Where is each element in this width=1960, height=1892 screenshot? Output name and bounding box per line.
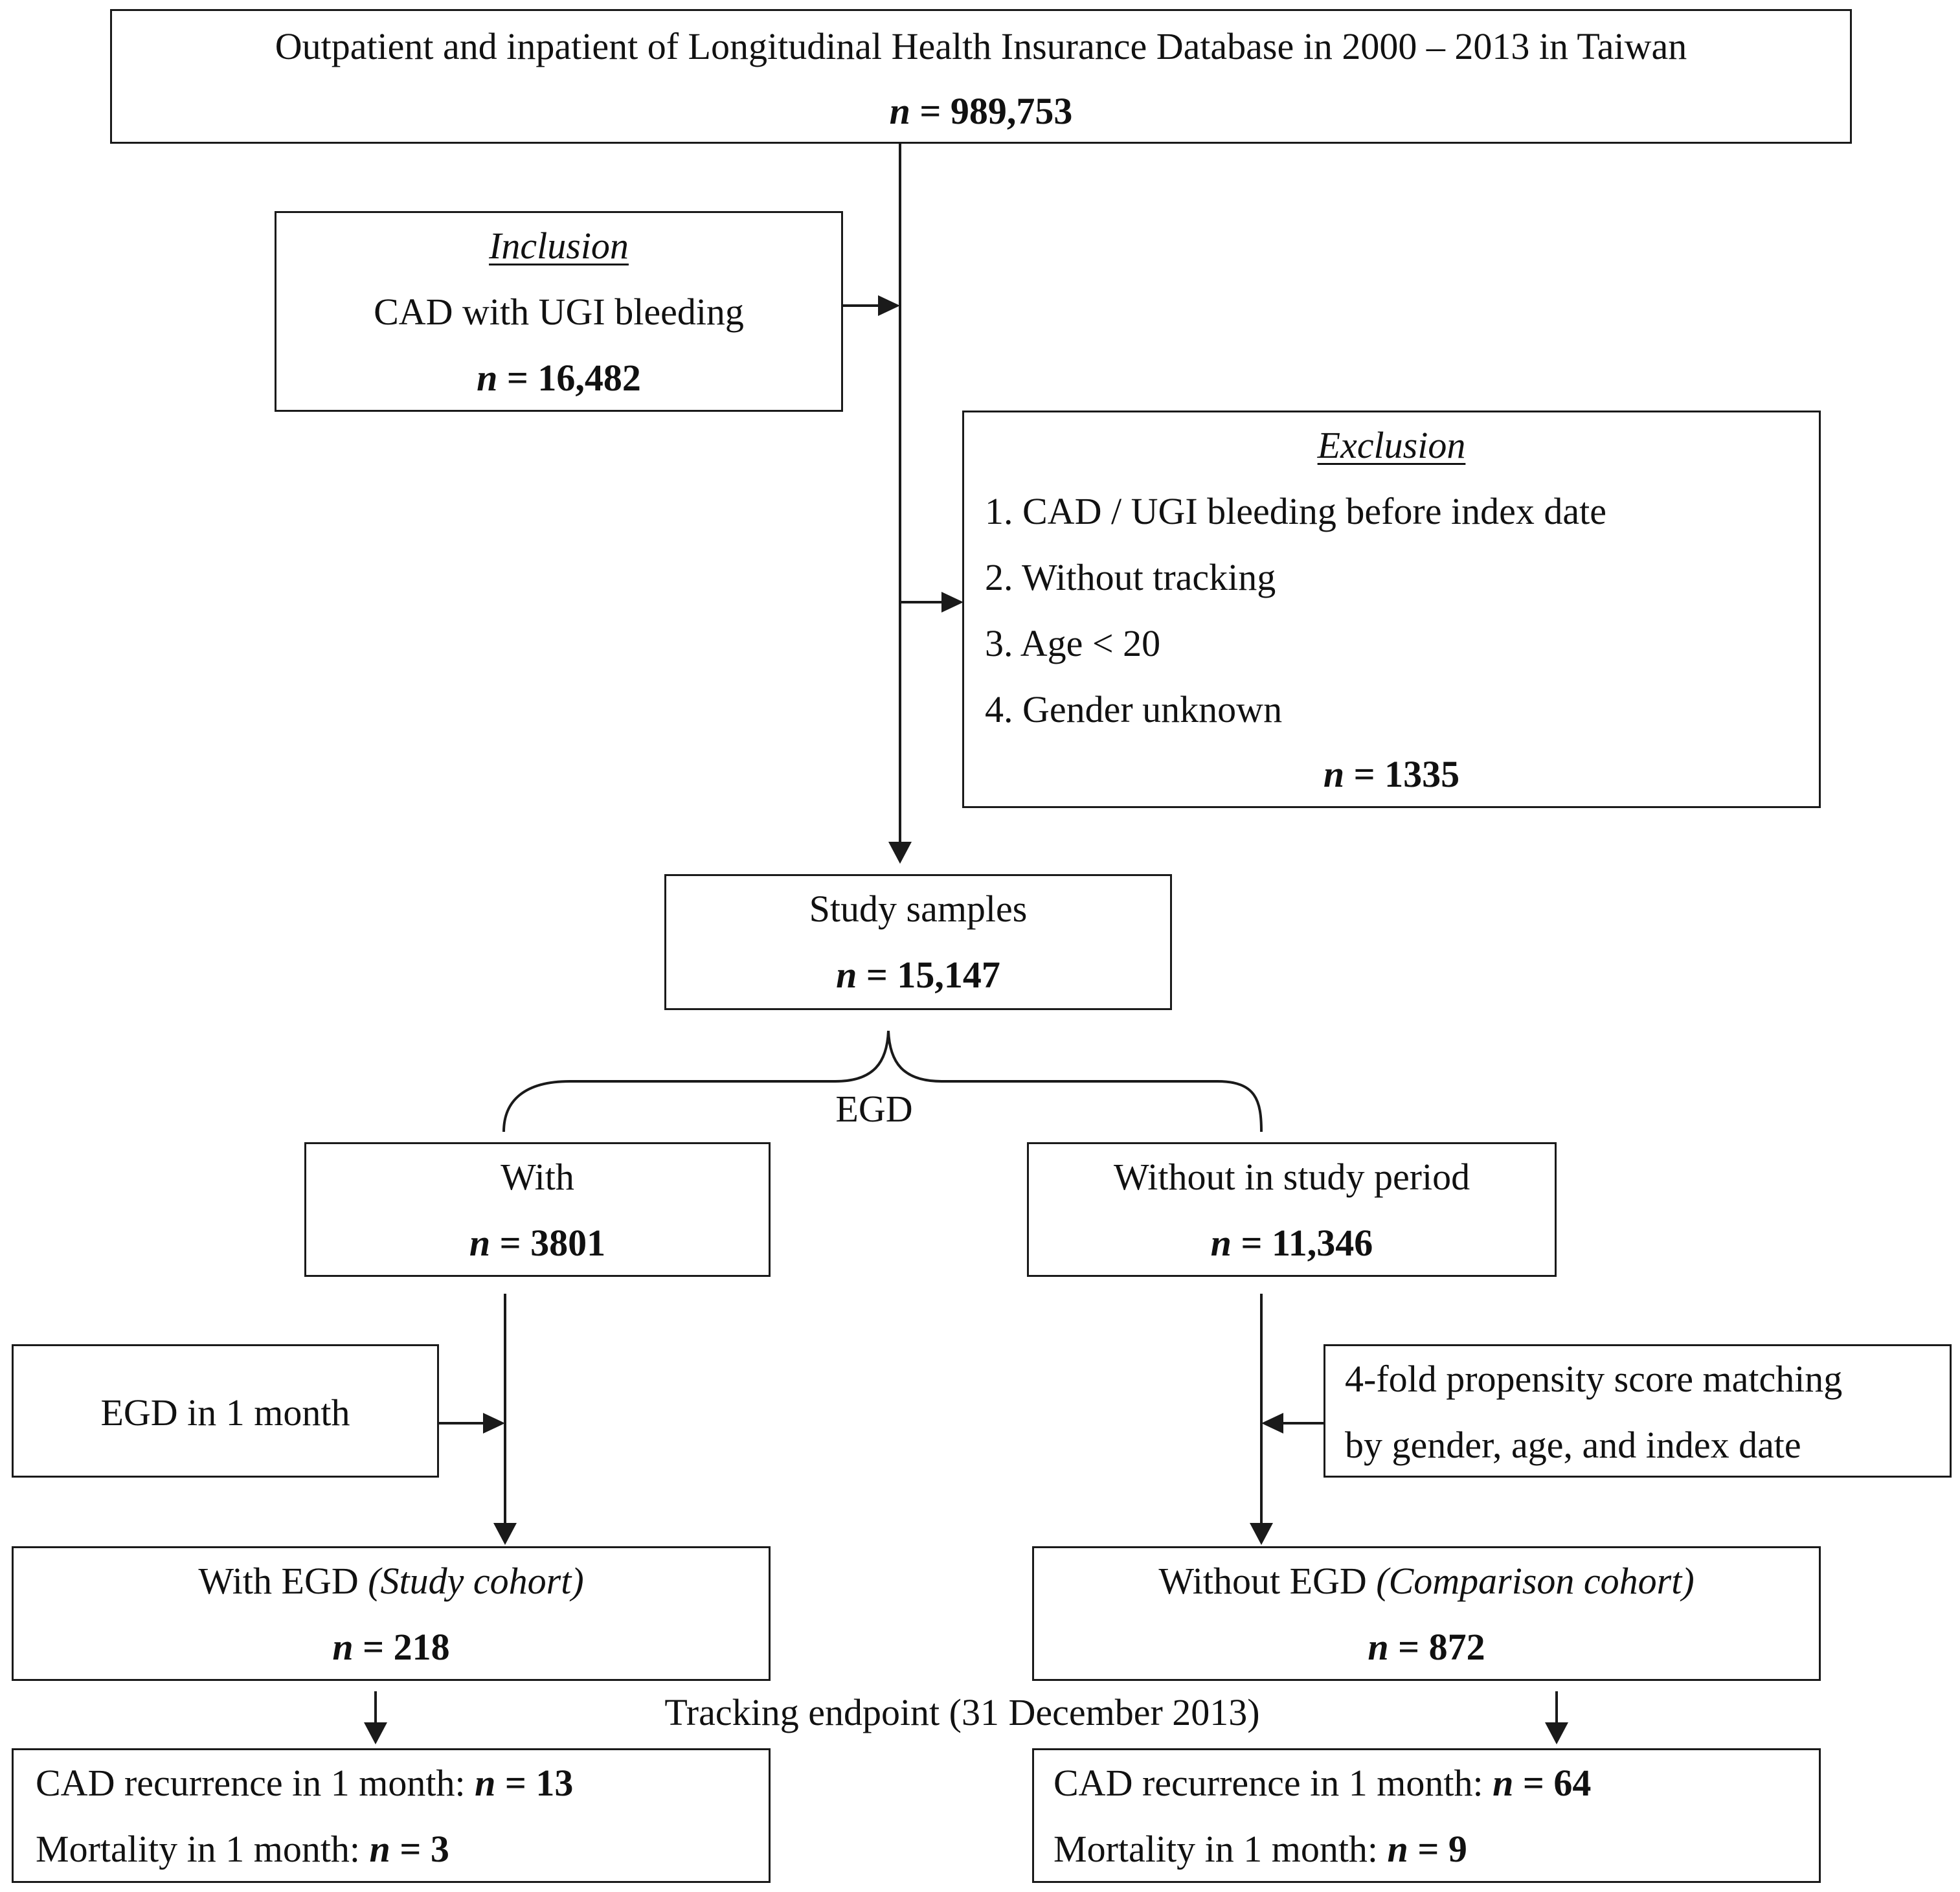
study-mortality-line: Mortality in 1 month: n = 3 xyxy=(36,1830,449,1868)
inclusion-box: Inclusion CAD with UGI bleeding n = 16,4… xyxy=(275,211,843,412)
with-arrowhead xyxy=(493,1523,517,1545)
exclusion-item-3: 3. Age < 20 xyxy=(985,622,1161,664)
comparison-cohort-box: Without EGD (Comparison cohort) n = 872 xyxy=(1032,1546,1821,1681)
exclusion-count: n = 1335 xyxy=(1324,756,1459,793)
without-egd-label: Without in study period xyxy=(1113,1156,1470,1198)
study-cohort-n-symbol: n xyxy=(332,1626,354,1668)
egd-split-label: EGD xyxy=(835,1088,913,1130)
tracking-endpoint-label: Tracking endpoint (31 December 2013) xyxy=(664,1691,1260,1733)
study-samples-n-value: 15,147 xyxy=(897,954,1000,996)
exclusion-item-4: 4. Gender unknown xyxy=(985,688,1283,730)
study-samples-count: n = 15,147 xyxy=(836,956,1000,994)
comparison-cohort-label-main: Without EGD xyxy=(1158,1560,1377,1602)
without-egd-n-symbol: n xyxy=(1210,1222,1232,1264)
study-mortality-n-symbol: n xyxy=(369,1828,390,1870)
with-egd-n-value: 3801 xyxy=(530,1222,606,1264)
comparison-mortality-line: Mortality in 1 month: n = 9 xyxy=(1053,1830,1467,1868)
exclusion-n-value: 1335 xyxy=(1384,753,1460,795)
with-egd-n-symbol: n xyxy=(469,1222,491,1264)
study-mortality-n-eq: = xyxy=(390,1828,431,1870)
without-egd-n-value: 11,346 xyxy=(1272,1222,1373,1264)
without-egd-box: Without in study period n = 11,346 xyxy=(1027,1142,1557,1277)
comparison-cohort-label-italic: (Comparison cohort) xyxy=(1376,1560,1695,1602)
study-recurrence-n-eq: = xyxy=(495,1762,536,1804)
study-cohort-count: n = 218 xyxy=(332,1628,449,1666)
source-box: Outpatient and inpatient of Longitudinal… xyxy=(110,9,1852,144)
comparison-tracking-arrowhead xyxy=(1545,1722,1568,1744)
source-n-eq: = xyxy=(910,90,951,132)
study-samples-n-symbol: n xyxy=(836,954,857,996)
with-egd-box: With n = 3801 xyxy=(304,1142,771,1277)
study-outcomes-box: CAD recurrence in 1 month: n = 13 Mortal… xyxy=(12,1748,771,1883)
study-recurrence-line: CAD recurrence in 1 month: n = 13 xyxy=(36,1764,573,1802)
without-egd-n-eq: = xyxy=(1231,1222,1272,1264)
study-mortality-value: 3 xyxy=(430,1828,449,1870)
with-egd-n-eq: = xyxy=(490,1222,531,1264)
exclusion-item-1: 1. CAD / UGI bleeding before index date xyxy=(985,490,1606,532)
exclusion-item-2: 2. Without tracking xyxy=(985,556,1276,598)
comparison-recurrence-value: 64 xyxy=(1553,1762,1592,1804)
source-n-symbol: n xyxy=(889,90,910,132)
exclusion-arrowhead xyxy=(941,592,963,613)
comparison-recurrence-line: CAD recurrence in 1 month: n = 64 xyxy=(1053,1764,1591,1802)
study-tracking-arrowhead xyxy=(364,1722,387,1744)
exclusion-n-symbol: n xyxy=(1323,753,1345,795)
study-cohort-label: With EGD (Study cohort) xyxy=(198,1562,583,1600)
comparison-recurrence-n-eq: = xyxy=(1513,1762,1554,1804)
inclusion-count: n = 16,482 xyxy=(477,359,641,397)
comparison-recurrence-label: CAD recurrence in 1 month: xyxy=(1053,1762,1493,1804)
comparison-mortality-n-eq: = xyxy=(1408,1828,1448,1870)
study-cohort-n-value: 218 xyxy=(393,1626,450,1668)
exclusion-n-eq: = xyxy=(1344,753,1385,795)
study-mortality-label: Mortality in 1 month: xyxy=(36,1828,370,1870)
exclusion-heading: Exclusion xyxy=(1317,424,1466,466)
study-samples-label: Study samples xyxy=(809,888,1028,930)
matching-box: 4-fold propensity score matching by gend… xyxy=(1324,1344,1952,1478)
exclusion-box: Exclusion 1. CAD / UGI bleeding before i… xyxy=(962,411,1821,808)
inclusion-label: CAD with UGI bleeding xyxy=(374,291,744,333)
comparison-cohort-count: n = 872 xyxy=(1368,1628,1485,1666)
inclusion-heading: Inclusion xyxy=(489,225,629,267)
inclusion-arrowhead xyxy=(878,295,900,316)
comparison-mortality-value: 9 xyxy=(1448,1828,1467,1870)
study-recurrence-label: CAD recurrence in 1 month: xyxy=(36,1762,475,1804)
comparison-cohort-label: Without EGD (Comparison cohort) xyxy=(1158,1562,1694,1600)
inclusion-n-eq: = xyxy=(497,357,538,399)
comparison-outcomes-box: CAD recurrence in 1 month: n = 64 Mortal… xyxy=(1032,1748,1821,1883)
study-cohort-n-eq: = xyxy=(353,1626,394,1668)
study-recurrence-n-symbol: n xyxy=(475,1762,496,1804)
without-arrowhead xyxy=(1250,1523,1273,1545)
egd-month-arrowhead xyxy=(483,1413,505,1434)
egd-month-label: EGD in 1 month xyxy=(100,1391,350,1434)
matching-arrowhead xyxy=(1261,1413,1283,1434)
comparison-recurrence-n-symbol: n xyxy=(1493,1762,1514,1804)
study-samples-n-eq: = xyxy=(857,954,897,996)
egd-month-box: EGD in 1 month xyxy=(12,1344,439,1478)
comparison-mortality-label: Mortality in 1 month: xyxy=(1053,1828,1388,1870)
source-n-value: 989,753 xyxy=(950,90,1073,132)
main-arrow-to-study-samples xyxy=(888,842,912,864)
with-egd-label: With xyxy=(501,1156,574,1198)
study-samples-box: Study samples n = 15,147 xyxy=(664,874,1172,1010)
matching-line-2: by gender, age, and index date xyxy=(1345,1424,1801,1466)
matching-line-1: 4-fold propensity score matching xyxy=(1345,1358,1843,1400)
with-egd-count: n = 3801 xyxy=(469,1224,605,1262)
comparison-cohort-n-symbol: n xyxy=(1368,1626,1389,1668)
without-egd-count: n = 11,346 xyxy=(1211,1224,1373,1262)
inclusion-n-symbol: n xyxy=(477,357,498,399)
comparison-mortality-n-symbol: n xyxy=(1387,1828,1408,1870)
comparison-cohort-n-eq: = xyxy=(1388,1626,1429,1668)
study-cohort-box: With EGD (Study cohort) n = 218 xyxy=(12,1546,771,1681)
source-title: Outpatient and inpatient of Longitudinal… xyxy=(275,25,1687,67)
study-recurrence-value: 13 xyxy=(535,1762,574,1804)
source-count: n = 989,753 xyxy=(890,93,1073,130)
inclusion-n-value: 16,482 xyxy=(537,357,641,399)
study-cohort-label-italic: (Study cohort) xyxy=(368,1560,584,1602)
comparison-cohort-n-value: 872 xyxy=(1428,1626,1485,1668)
study-cohort-label-main: With EGD xyxy=(198,1560,368,1602)
